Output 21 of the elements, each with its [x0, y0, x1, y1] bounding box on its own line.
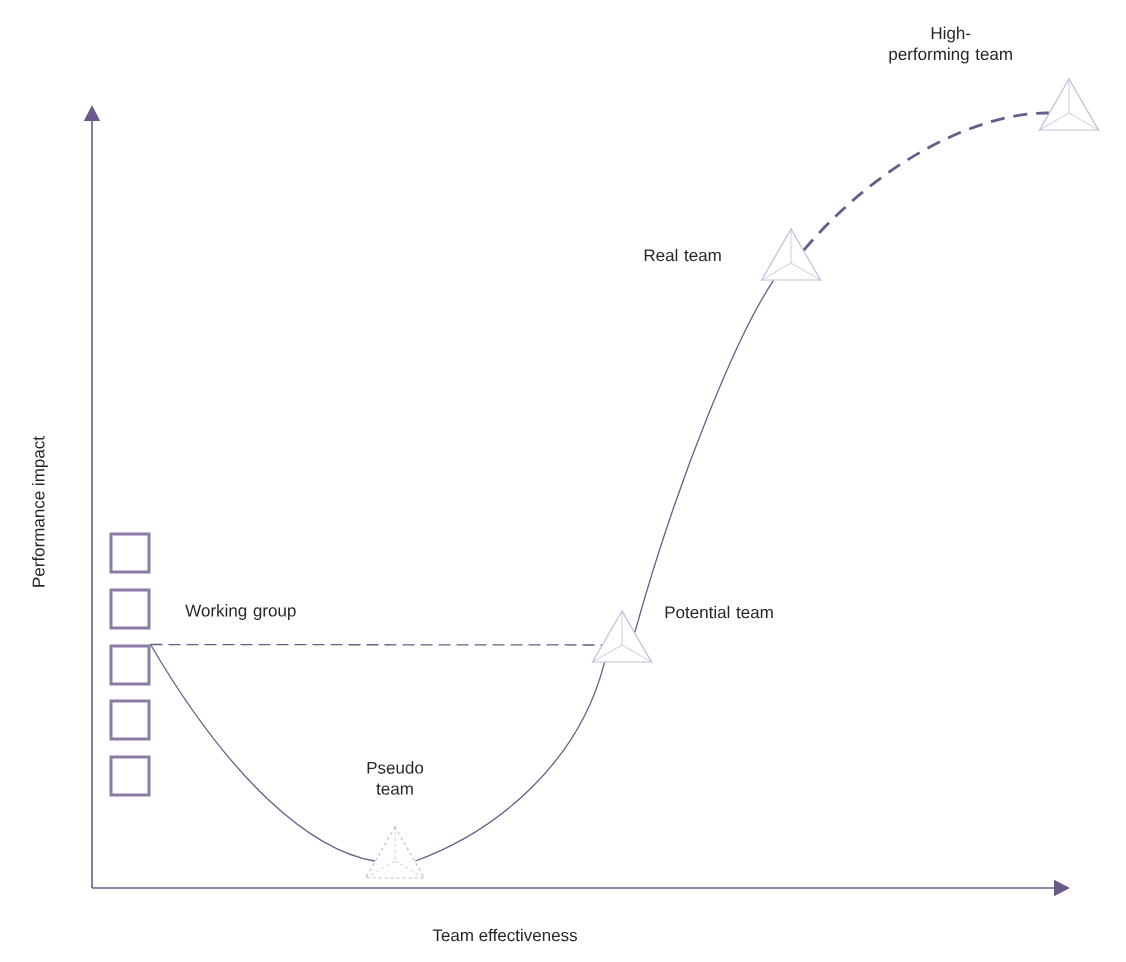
stage-label: Potential team	[665, 605, 773, 619]
stage-label: Pseudo team	[367, 761, 424, 795]
stage-label: High-performing team	[889, 26, 1012, 64]
triangle-icon	[591, 609, 653, 663]
curve-line	[149, 643, 376, 862]
triangle-icon	[364, 825, 426, 879]
square-box	[109, 755, 151, 797]
square-box	[109, 699, 151, 741]
axis-label: Team effectiveness	[432, 928, 577, 942]
square-box	[109, 588, 151, 630]
stage-label: Working group	[185, 604, 296, 620]
stage-label: Real team	[644, 248, 721, 262]
triangle-icon	[760, 227, 822, 281]
curve-line	[149, 643, 603, 646]
triangle-icon	[1038, 77, 1100, 131]
square-box	[109, 644, 151, 686]
curve-line	[414, 661, 606, 862]
square-box	[109, 532, 151, 574]
curve-line	[634, 279, 775, 633]
curve-line	[802, 111, 1049, 252]
axis-label: Performance impact	[32, 436, 48, 587]
